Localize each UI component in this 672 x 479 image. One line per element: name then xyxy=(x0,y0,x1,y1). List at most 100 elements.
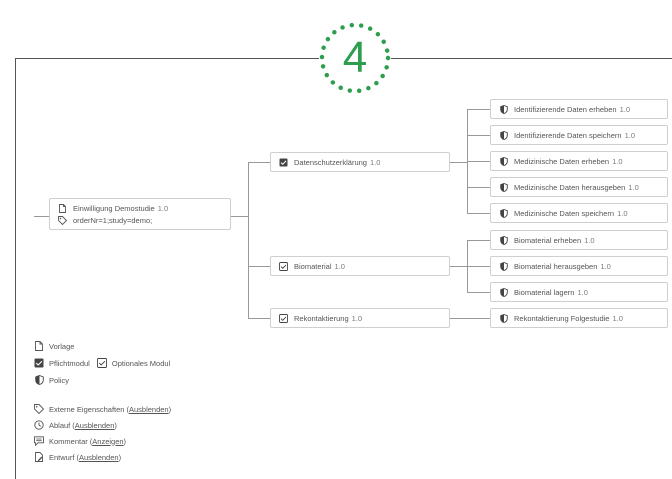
shield-icon xyxy=(499,130,508,140)
policy-version: 1.0 xyxy=(612,313,623,323)
step-badge: 4 xyxy=(317,18,393,98)
shield-icon xyxy=(499,156,508,166)
policy-version: 1.0 xyxy=(628,182,639,192)
shield-icon xyxy=(499,235,508,245)
connector xyxy=(248,162,249,319)
module-rekontaktierung[interactable]: Rekontaktierung 1.0 xyxy=(270,308,450,328)
legend-label: Vorlage xyxy=(49,341,75,351)
policy-version: 1.0 xyxy=(624,130,636,140)
shield-icon xyxy=(499,261,508,271)
legend-label: Pflichtmodul xyxy=(49,358,90,368)
checkbox-filled-icon xyxy=(279,158,288,167)
policy-version: 1.0 xyxy=(577,287,588,297)
legend-label: Policy xyxy=(49,375,70,385)
policy-node[interactable]: Rekontaktierung Folgestudie 1.0 xyxy=(490,308,668,328)
connector xyxy=(467,187,490,188)
checkbox-filled-icon xyxy=(34,358,44,368)
policy-node[interactable]: Medizinische Daten speichern 1.0 xyxy=(490,203,668,223)
policy-label: Biomaterial erheben xyxy=(514,235,582,245)
policy-node[interactable]: Biomaterial erheben 1.0 xyxy=(490,230,668,250)
policy-version: 1.0 xyxy=(612,156,623,166)
connector xyxy=(467,135,490,136)
legend-policy: Policy xyxy=(34,375,69,385)
connector xyxy=(248,318,270,319)
connector xyxy=(467,161,490,162)
module-label: Rekontaktierung xyxy=(294,313,349,323)
policy-version: 1.0 xyxy=(619,104,631,114)
connector xyxy=(450,318,490,319)
root-properties: orderNr=1;study=demo; xyxy=(73,215,153,225)
step-number: 4 xyxy=(342,33,368,82)
legend-label: Optionales Modul xyxy=(111,358,171,368)
policy-node[interactable]: Biomaterial herausgeben 1.0 xyxy=(490,256,668,276)
policy-node[interactable]: Medizinische Daten erheben 1.0 xyxy=(490,151,668,171)
connector xyxy=(248,266,270,267)
connector xyxy=(450,162,467,163)
connector xyxy=(467,292,490,293)
root-node-einwilligung[interactable]: Einwilligung Demostudie 1.0 orderNr=1;st… xyxy=(49,198,231,230)
policy-node[interactable]: Biomaterial lagern 1.0 xyxy=(490,282,668,302)
shield-icon xyxy=(499,208,508,218)
policy-label: Rekontaktierung Folgestudie xyxy=(514,313,610,323)
policy-label: Medizinische Daten speichern xyxy=(514,208,615,218)
shield-icon xyxy=(499,182,508,192)
legend-externe: Externe Eigenschaften (Ausblenden) xyxy=(34,404,171,414)
clock-icon xyxy=(34,420,44,430)
policy-version: 1.0 xyxy=(617,208,628,218)
tag-icon xyxy=(34,404,44,414)
legend-label: Kommentar xyxy=(49,436,88,446)
legend-ablauf: Ablauf (Ausblenden) xyxy=(34,420,117,430)
module-biomaterial[interactable]: Biomaterial 1.0 xyxy=(270,256,450,276)
toggle-entwurf-link[interactable]: Ausblenden xyxy=(78,452,119,462)
toggle-kommentar-link[interactable]: Anzeigen xyxy=(92,436,124,446)
policy-node[interactable]: Identifizierende Daten speichern 1.0 xyxy=(490,125,668,145)
root-title: Einwilligung Demostudie xyxy=(73,203,155,213)
module-version: 1.0 xyxy=(351,313,363,323)
module-version: 1.0 xyxy=(334,261,345,271)
legend-label: Ablauf xyxy=(49,420,71,430)
checkbox-outline-icon xyxy=(96,358,107,368)
connector xyxy=(467,266,490,267)
connector xyxy=(467,109,490,110)
connector xyxy=(248,162,270,163)
policy-label: Medizinische Daten herausgeben xyxy=(514,182,626,192)
module-label: Datenschutzerklärung xyxy=(294,157,367,167)
shield-icon xyxy=(499,104,508,114)
legend-label: Entwurf xyxy=(49,452,75,462)
root-version: 1.0 xyxy=(157,203,169,213)
comment-icon xyxy=(34,436,44,446)
policy-label: Identifizierende Daten erheben xyxy=(514,104,617,114)
draft-icon xyxy=(34,452,44,462)
document-icon xyxy=(58,203,67,213)
policy-label: Identifizierende Daten speichern xyxy=(514,130,622,140)
connector xyxy=(34,216,49,217)
legend-vorlage: Vorlage xyxy=(34,341,74,351)
policy-node[interactable]: Identifizierende Daten erheben 1.0 xyxy=(490,99,668,119)
connector xyxy=(467,213,490,214)
checkbox-outline-icon xyxy=(279,313,288,323)
shield-icon xyxy=(499,313,508,323)
policy-node[interactable]: Medizinische Daten herausgeben 1.0 xyxy=(490,177,668,197)
shield-icon xyxy=(34,375,44,385)
toggle-externe-link[interactable]: Ausblenden xyxy=(128,404,169,414)
policy-label: Biomaterial herausgeben xyxy=(514,261,598,271)
tag-icon xyxy=(58,215,67,225)
policy-label: Biomaterial lagern xyxy=(514,287,575,297)
policy-version: 1.0 xyxy=(600,261,611,271)
connector xyxy=(450,266,467,267)
shield-icon xyxy=(499,287,508,297)
legend-entwurf: Entwurf (Ausblenden) xyxy=(34,452,121,462)
document-icon xyxy=(34,341,44,351)
legend-kommentar: Kommentar (Anzeigen) xyxy=(34,436,126,446)
module-datenschutzerklaerung[interactable]: Datenschutzerklärung 1.0 xyxy=(270,152,450,172)
checkbox-outline-icon xyxy=(279,261,288,271)
connector xyxy=(231,216,248,217)
toggle-ablauf-link[interactable]: Ausblenden xyxy=(74,420,115,430)
connector xyxy=(467,240,490,241)
module-version: 1.0 xyxy=(369,157,381,167)
module-label: Biomaterial xyxy=(294,261,332,271)
policy-version: 1.0 xyxy=(584,235,595,245)
legend-modules: Pflichtmodul Optionales Modul xyxy=(34,358,170,368)
policy-label: Medizinische Daten erheben xyxy=(514,156,610,166)
legend-label: Externe Eigenschaften xyxy=(49,404,125,414)
